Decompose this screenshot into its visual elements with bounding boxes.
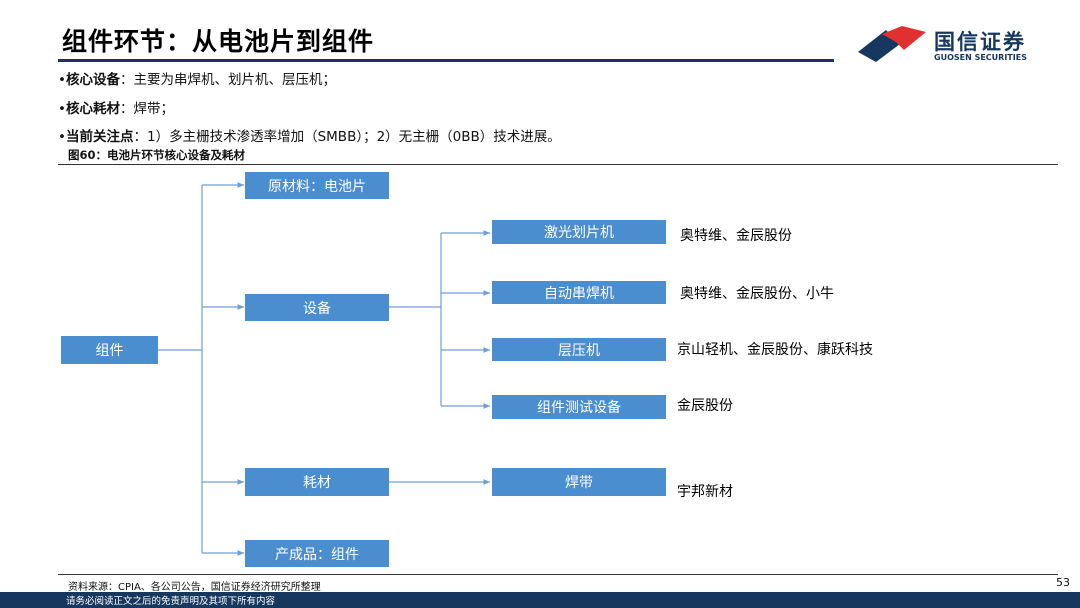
bullet-label: 核心设备 — [66, 72, 120, 88]
footer-bar: 请务必阅读正文之后的免责声明及其项下所有内容 — [0, 592, 1080, 608]
logo-mark-icon — [858, 26, 926, 62]
bullet-label: 当前关注点 — [66, 129, 134, 145]
source-rule — [58, 574, 1058, 575]
vendors-laser-scriber: 奥特维、金辰股份 — [680, 228, 792, 244]
page-title: 组件环节：从电池片到组件 — [62, 27, 375, 56]
vendors-auto-stringer: 奥特维、金辰股份、小牛 — [680, 286, 834, 302]
bullet-core-equipment: •核心设备：主要为串焊机、划片机、层压机； — [58, 72, 336, 88]
logo-name-en: GUOSEN SECURITIES — [934, 53, 1027, 62]
bullet-current-focus: •当前关注点：1）多主栅技术渗透率增加（SMBB）；2）无主栅（0BB）技术进展… — [58, 129, 561, 145]
logo-name-cn: 国信证券 — [934, 30, 1026, 54]
node-consumables: 耗材 — [245, 468, 389, 496]
bullet-core-consumables: •核心耗材：焊带； — [58, 100, 174, 117]
source-note: 资料来源：CPIA、各公司公告，国信证券经济研究所整理 — [68, 582, 321, 593]
bullet-text: ：焊带； — [120, 100, 174, 117]
node-auto-stringer: 自动串焊机 — [492, 281, 666, 304]
vendors-laminator: 京山轻机、金辰股份、康跃科技 — [677, 342, 873, 358]
figure-caption: 图60：电池片环节核心设备及耗材 — [68, 148, 246, 162]
figure-top-rule — [58, 164, 1058, 165]
node-laser-scriber: 激光划片机 — [492, 220, 666, 244]
title-underline — [58, 59, 834, 62]
node-ribbon: 焊带 — [492, 468, 666, 496]
bullet-list: •核心设备：主要为串焊机、划片机、层压机； •核心耗材：焊带； •当前关注点：1… — [58, 66, 561, 152]
page-number: 53 — [1056, 576, 1070, 589]
vendors-ribbon: 宇邦新材 — [677, 484, 733, 500]
vendors-module-tester: 金辰股份 — [677, 398, 733, 414]
bullet-label: 核心耗材 — [66, 100, 120, 117]
node-equipment: 设备 — [245, 294, 389, 321]
root-node: 组件 — [61, 336, 158, 364]
bullet-text: ：主要为串焊机、划片机、层压机； — [120, 72, 336, 88]
node-module-tester: 组件测试设备 — [492, 395, 666, 419]
node-raw-material: 原材料：电池片 — [245, 172, 389, 199]
company-logo: 国信证券 GUOSEN SECURITIES — [856, 22, 1046, 68]
node-laminator: 层压机 — [492, 338, 666, 361]
node-finished-product: 产成品：组件 — [245, 540, 389, 567]
bullet-text: ：1）多主栅技术渗透率增加（SMBB）；2）无主栅（0BB）技术进展。 — [133, 129, 561, 145]
footer-disclaimer: 请务必阅读正文之后的免责声明及其项下所有内容 — [66, 596, 276, 607]
